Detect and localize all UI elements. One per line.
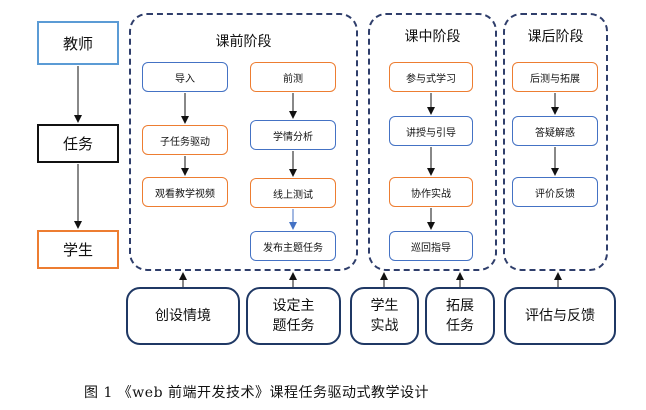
role-student: 学生 — [37, 230, 119, 269]
mid-node-guidance: 巡回指导 — [389, 231, 473, 261]
mid-node-guidance-label: 巡回指导 — [411, 242, 451, 254]
bottom-topic-task-line1: 设定主 — [272, 298, 315, 314]
mid-node-lecture: 讲授与引导 — [389, 116, 473, 146]
post-node-feedback: 评价反馈 — [512, 177, 598, 207]
role-student-label: 学生 — [62, 241, 93, 259]
pre-node-subtask-label: 子任务驱动 — [160, 136, 210, 148]
mid-node-collab: 协作实战 — [389, 177, 473, 207]
role-teacher: 教师 — [37, 21, 119, 65]
mid-node-lecture-label: 讲授与引导 — [406, 127, 456, 139]
role-teacher-label: 教师 — [62, 34, 93, 53]
mid-node-collab-label: 协作实战 — [411, 188, 451, 200]
bottom-evaluate-label: 评估与反馈 — [525, 308, 595, 324]
stage-mid-container: 课中阶段 — [368, 13, 497, 271]
pre-node-online-test-label: 线上测试 — [273, 189, 313, 201]
stage-post-title: 课后阶段 — [527, 29, 584, 45]
pre-node-intro: 导入 — [142, 62, 228, 92]
bottom-topic-task: 设定主 题任务 — [246, 287, 341, 345]
post-node-qa-label: 答疑解惑 — [535, 127, 575, 139]
post-node-feedback-label: 评价反馈 — [535, 188, 575, 200]
stage-pre-container: 课前阶段 — [129, 13, 358, 271]
pre-node-video-label: 观看教学视频 — [155, 188, 215, 200]
post-node-posttest: 后测与拓展 — [512, 62, 598, 92]
role-task: 任务 — [37, 124, 119, 163]
pre-node-analysis: 学情分析 — [250, 120, 336, 150]
stage-pre-title: 课前阶段 — [215, 34, 272, 50]
pre-node-analysis-label: 学情分析 — [273, 131, 313, 143]
bottom-practice-line1: 学生 — [370, 298, 399, 314]
figure-caption: 图 1 《web 前端开发技术》课程任务驱动式教学设计 — [84, 385, 429, 401]
post-node-qa: 答疑解惑 — [512, 116, 598, 146]
pre-node-subtask: 子任务驱动 — [142, 125, 228, 155]
pre-node-intro-label: 导入 — [175, 73, 195, 85]
post-node-posttest-label: 后测与拓展 — [530, 73, 580, 85]
pre-node-pretest-label: 前测 — [283, 73, 303, 85]
bottom-extend-line2: 任务 — [446, 318, 474, 334]
bottom-situation-label: 创设情境 — [155, 308, 211, 324]
pre-node-pretest: 前测 — [250, 62, 336, 92]
pre-node-publish-topic: 发布主题任务 — [250, 231, 336, 261]
mid-node-participatory: 参与式学习 — [389, 62, 473, 92]
bottom-topic-task-line2: 题任务 — [272, 318, 315, 334]
pre-node-publish-topic-label: 发布主题任务 — [263, 242, 323, 254]
bottom-practice: 学生 实战 — [350, 287, 419, 345]
mid-node-participatory-label: 参与式学习 — [406, 73, 456, 85]
bottom-evaluate: 评估与反馈 — [504, 287, 616, 345]
bottom-extend: 拓展 任务 — [425, 287, 495, 345]
pre-node-online-test: 线上测试 — [250, 178, 336, 208]
stage-mid-title: 课中阶段 — [404, 29, 461, 45]
role-task-label: 任务 — [62, 135, 93, 153]
bottom-practice-line2: 实战 — [370, 318, 399, 334]
bottom-situation: 创设情境 — [126, 287, 240, 345]
bottom-extend-line1: 拓展 — [446, 298, 474, 314]
stage-post-container: 课后阶段 — [503, 13, 608, 271]
pre-node-video: 观看教学视频 — [142, 177, 228, 207]
